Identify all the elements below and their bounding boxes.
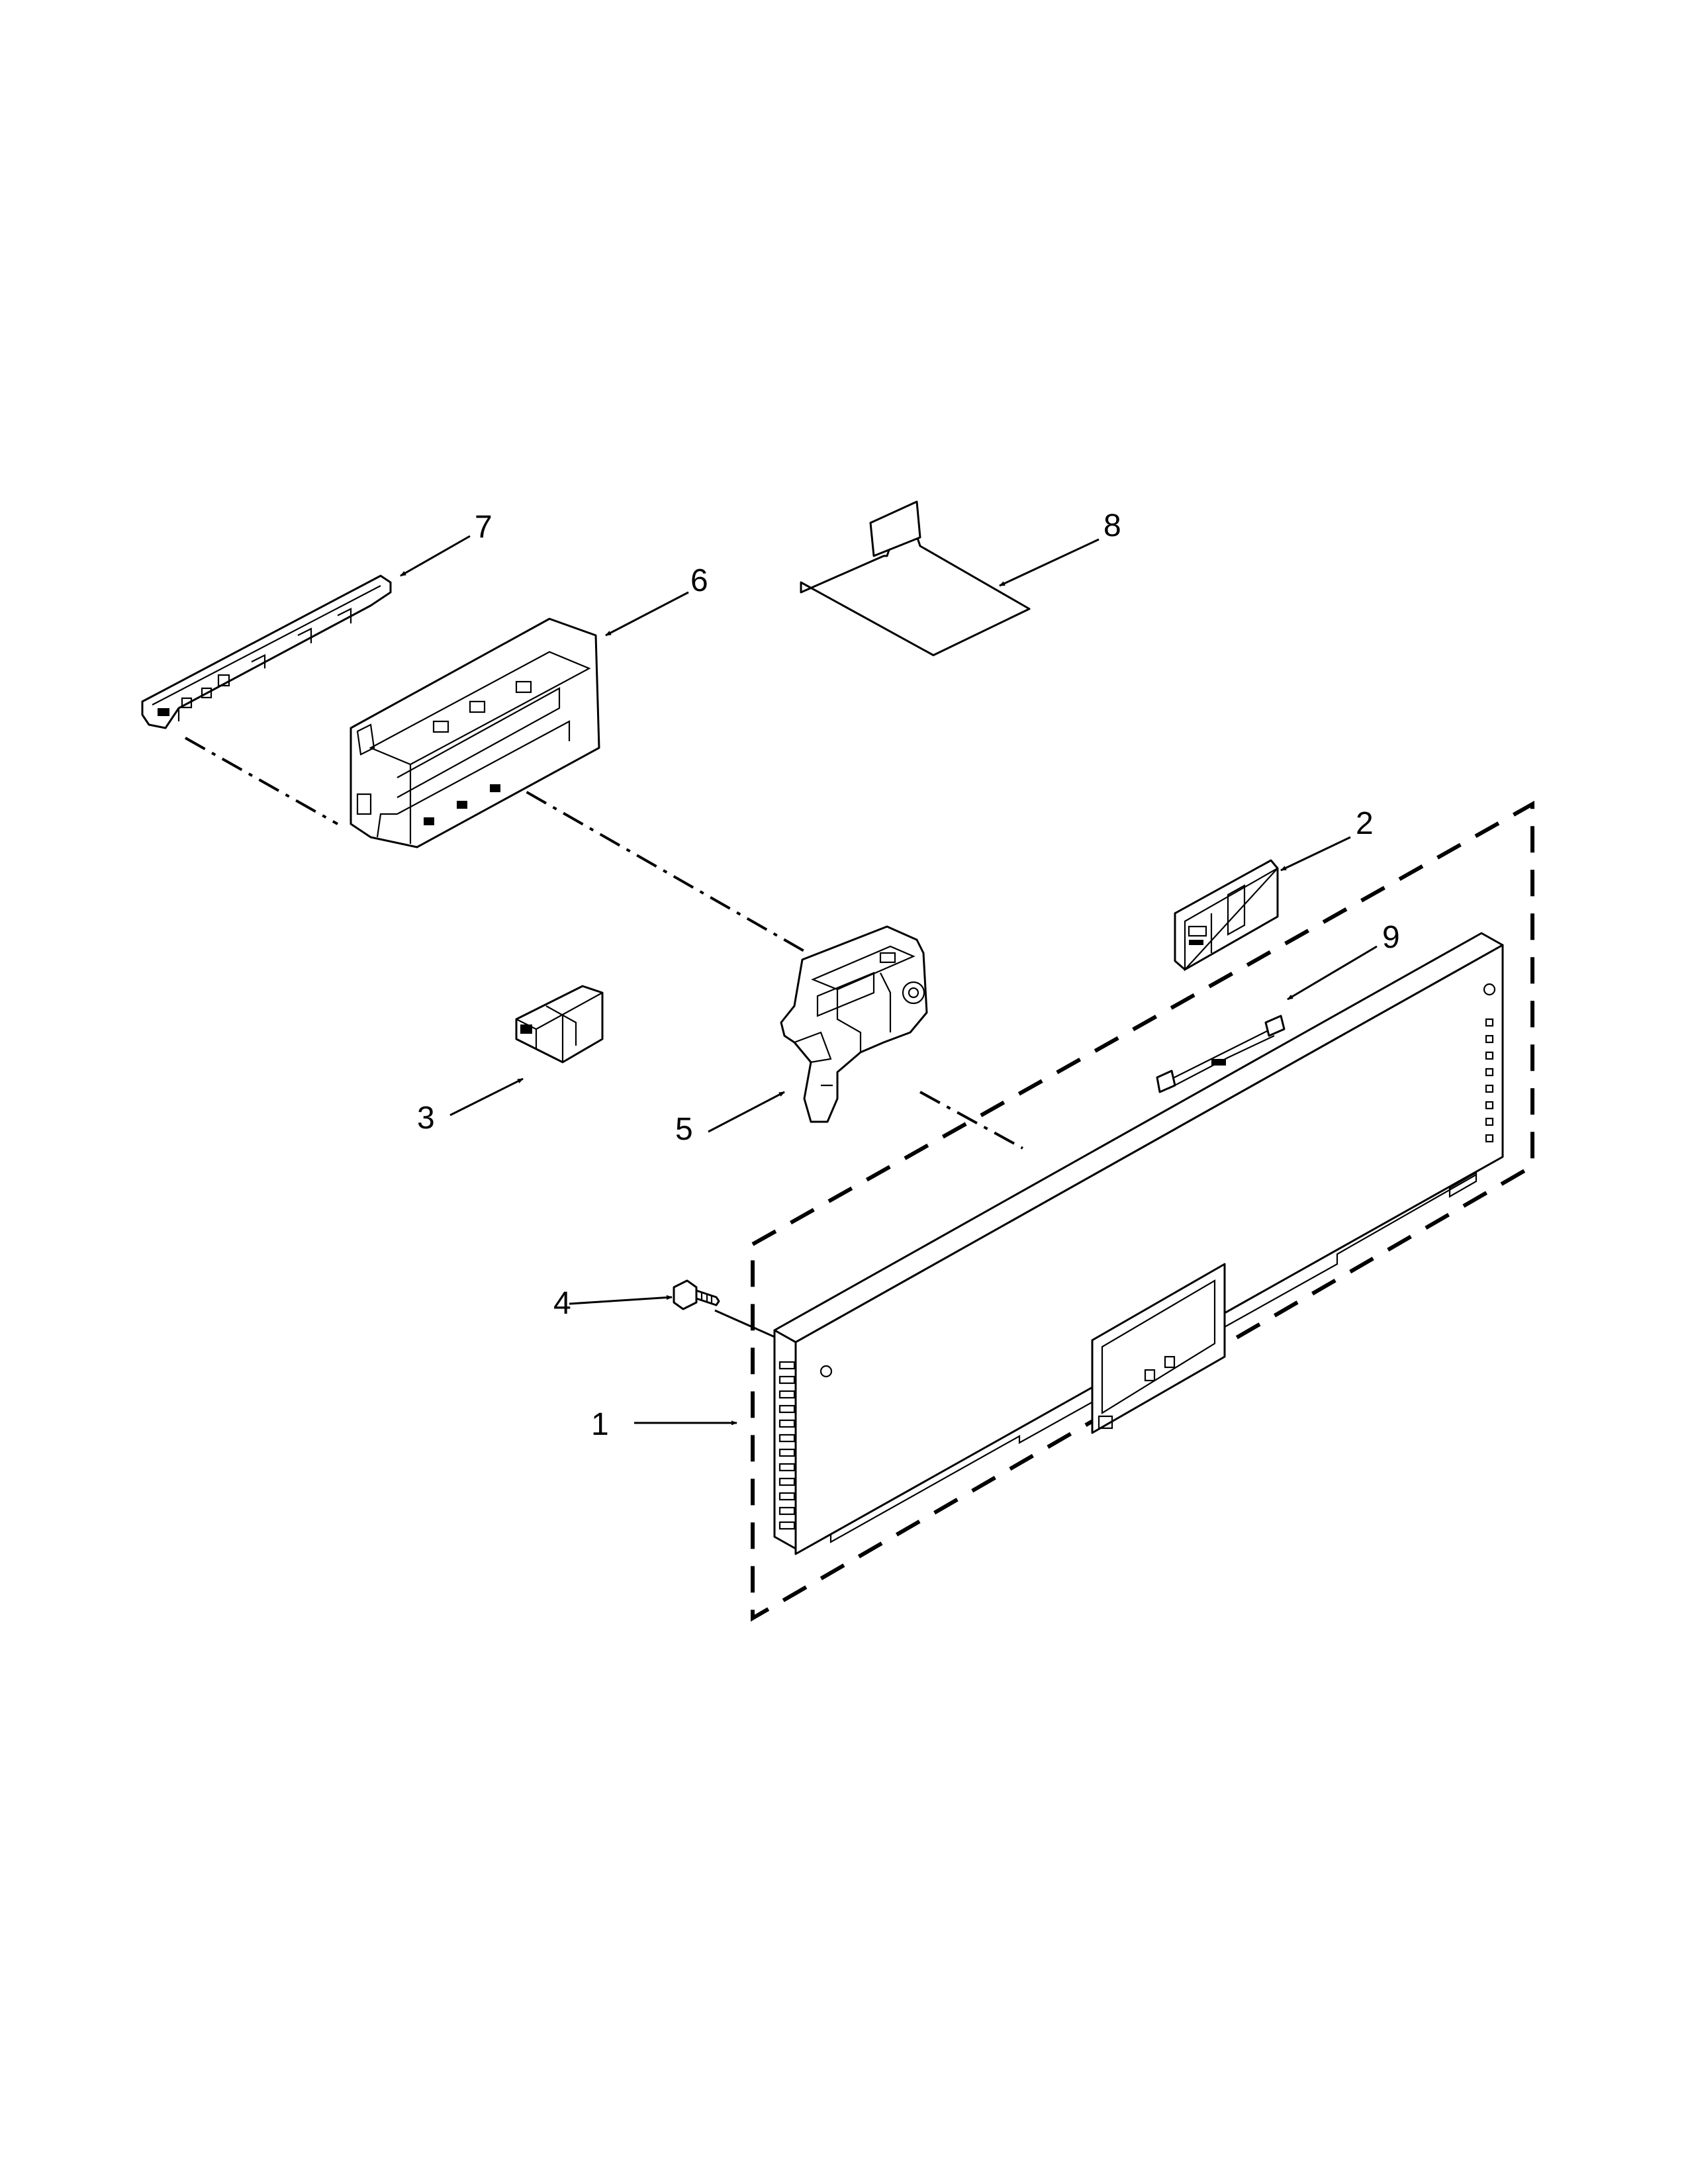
screw-part-4 [673,1279,720,1310]
callout-7: 7 [475,510,492,545]
latch-assembly-part-5 [780,925,928,1123]
left-vent-slots [778,1361,796,1530]
callout-4: 4 [553,1286,571,1321]
callout-9: 9 [1382,920,1400,955]
callout-5: 5 [675,1112,693,1147]
shield-sheet-part-8 [800,500,1031,657]
callout-8: 8 [1103,508,1121,543]
clip-part-3 [515,985,604,1064]
control-panel-part-1 [773,932,1504,1555]
right-vent-slots [1485,1018,1494,1143]
assembly-boundary-frame [751,800,1534,1622]
callout-6: 6 [690,563,708,598]
wire-harness-part-9 [1156,1015,1286,1093]
control-board-housing-part-6 [350,617,600,848]
callout-2: 2 [1356,806,1374,841]
bracket-part-2 [1174,859,1279,972]
alignment-lines [185,737,1023,1150]
callout-1: 1 [591,1407,609,1442]
callout-numbers: 1 2 3 4 5 6 7 8 9 [417,508,1400,1442]
callout-leaders [400,535,1378,1426]
rail-bracket-part-7 [141,574,392,729]
callout-3: 3 [417,1101,435,1136]
